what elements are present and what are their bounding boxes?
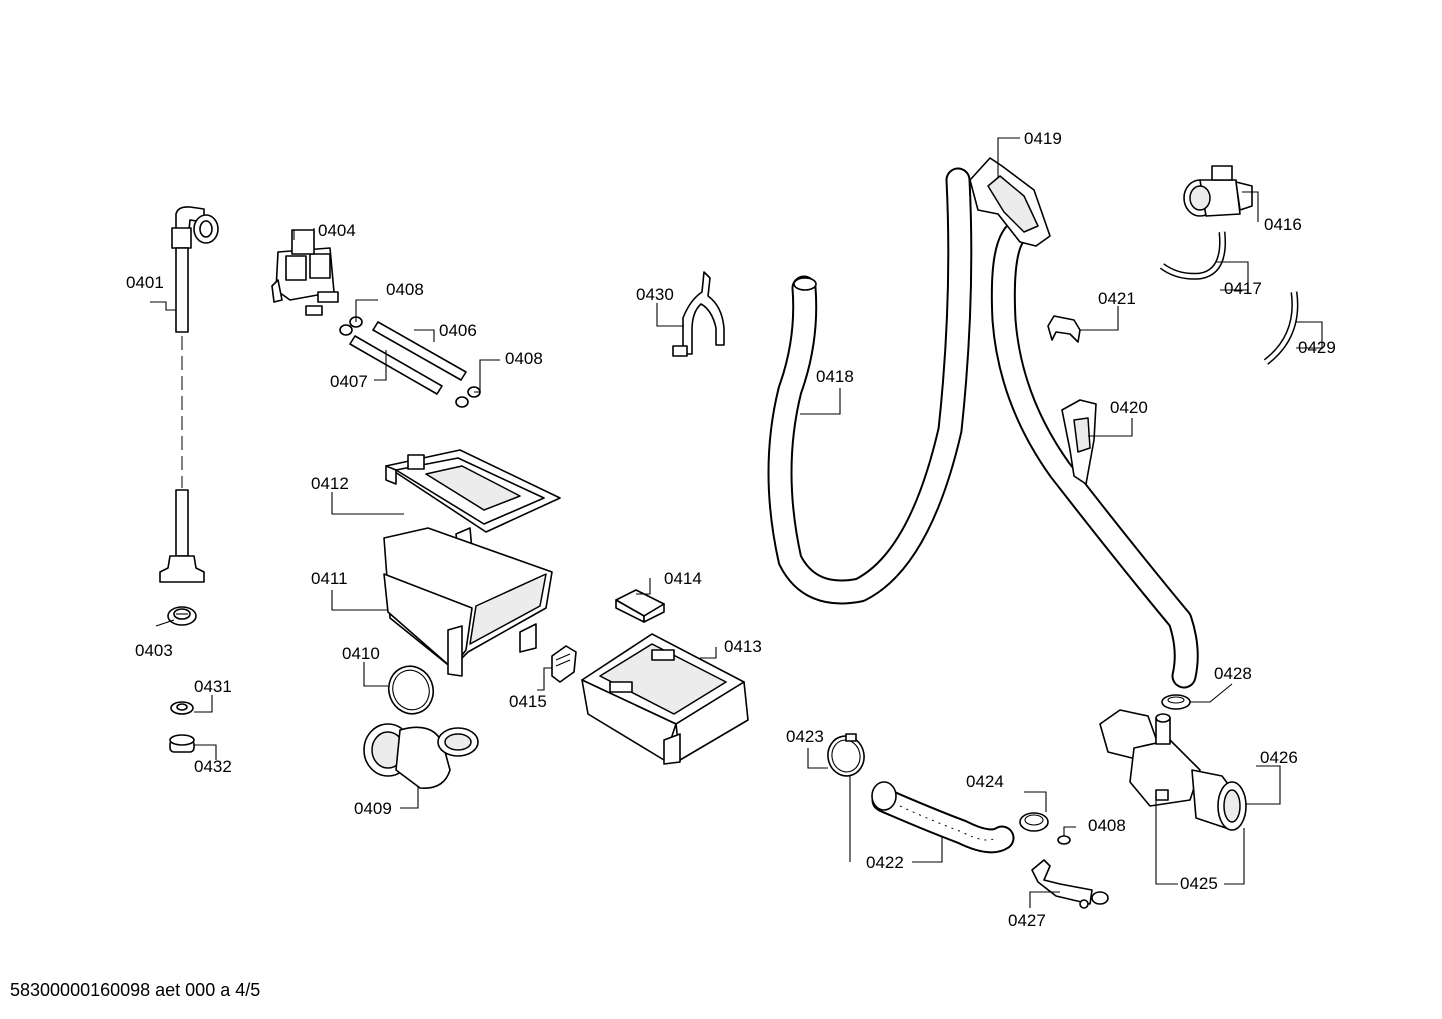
label-0404: 0404	[318, 221, 356, 240]
label-0424: 0424	[966, 772, 1004, 791]
label-0417: 0417	[1224, 279, 1262, 298]
part-0426-filter	[1191, 769, 1247, 831]
label-0430: 0430	[636, 285, 674, 304]
part-0417-tube	[1159, 231, 1227, 280]
label-0415: 0415	[509, 692, 547, 711]
label-0420: 0420	[1110, 398, 1148, 417]
label-0416: 0416	[1264, 215, 1302, 234]
label-0418: 0418	[816, 367, 854, 386]
leader-lines	[150, 137, 1323, 908]
part-0416-pressure-switch	[1183, 165, 1253, 217]
label-0403: 0403	[135, 641, 173, 660]
label-0408-c: 0408	[1088, 816, 1126, 835]
label-0431: 0431	[194, 677, 232, 696]
label-0408-b: 0408	[505, 349, 543, 368]
label-0413: 0413	[724, 637, 762, 656]
part-0428-clamp	[1161, 694, 1191, 710]
part-0421-clip	[1047, 315, 1081, 343]
label-0408-a: 0408	[386, 280, 424, 299]
label-0410: 0410	[342, 644, 380, 663]
part-0415-cap	[551, 645, 577, 683]
part-0407-tube	[349, 335, 443, 395]
callout-labels: 0401 0403 0431 0432 0404 0408 0406 0407 …	[126, 129, 1336, 930]
part-0411-dispenser-housing	[383, 527, 553, 677]
part-0431-washer	[170, 701, 194, 715]
part-0403-filter	[167, 606, 197, 626]
label-0427: 0427	[1008, 911, 1046, 930]
part-0420-bracket	[1061, 399, 1097, 485]
part-0408-clamp-a	[339, 316, 363, 336]
part-0424-clamp	[1019, 812, 1049, 832]
part-0423-clamp-ring	[827, 733, 865, 777]
part-0419-outlet-hose	[969, 157, 1199, 689]
label-0425: 0425	[1180, 874, 1218, 893]
label-0411: 0411	[311, 569, 348, 588]
label-0407: 0407	[330, 372, 368, 391]
label-0401: 0401	[126, 273, 164, 292]
label-0406: 0406	[439, 321, 477, 340]
part-0430-hose-holder	[672, 271, 725, 357]
part-0425-pump	[1099, 709, 1201, 807]
part-0410-gasket	[387, 665, 435, 715]
label-0414: 0414	[664, 569, 702, 588]
part-0429-tube	[1263, 291, 1299, 365]
label-0429: 0429	[1298, 338, 1336, 357]
part-0413-drawer	[581, 633, 749, 765]
part-0404-valve	[271, 229, 339, 316]
label-0421: 0421	[1098, 289, 1136, 308]
document-id-footer: 58300000160098 aet 000 a 4/5	[10, 980, 261, 1000]
part-0408-clamp-b	[455, 386, 481, 408]
part-0409-bellow	[363, 723, 479, 789]
label-0423: 0423	[786, 727, 824, 746]
label-0432: 0432	[194, 757, 232, 776]
label-0412: 0412	[311, 474, 349, 493]
label-0419: 0419	[1024, 129, 1062, 148]
label-0428: 0428	[1214, 664, 1252, 683]
part-0408-clamp-c	[1057, 835, 1071, 845]
part-0432-nut	[169, 734, 195, 753]
part-0401-inlet-hose	[159, 206, 219, 583]
part-0418-drain-hose	[767, 167, 973, 605]
part-0422-pump-hose	[871, 781, 1015, 854]
label-0426: 0426	[1260, 748, 1298, 767]
part-0412-dispenser-top	[385, 449, 561, 553]
label-0409: 0409	[354, 799, 392, 818]
label-0422: 0422	[866, 853, 904, 872]
part-0414-catch	[615, 589, 665, 623]
part-0427-pipe	[1031, 859, 1109, 909]
part-0406-tube	[372, 321, 467, 381]
